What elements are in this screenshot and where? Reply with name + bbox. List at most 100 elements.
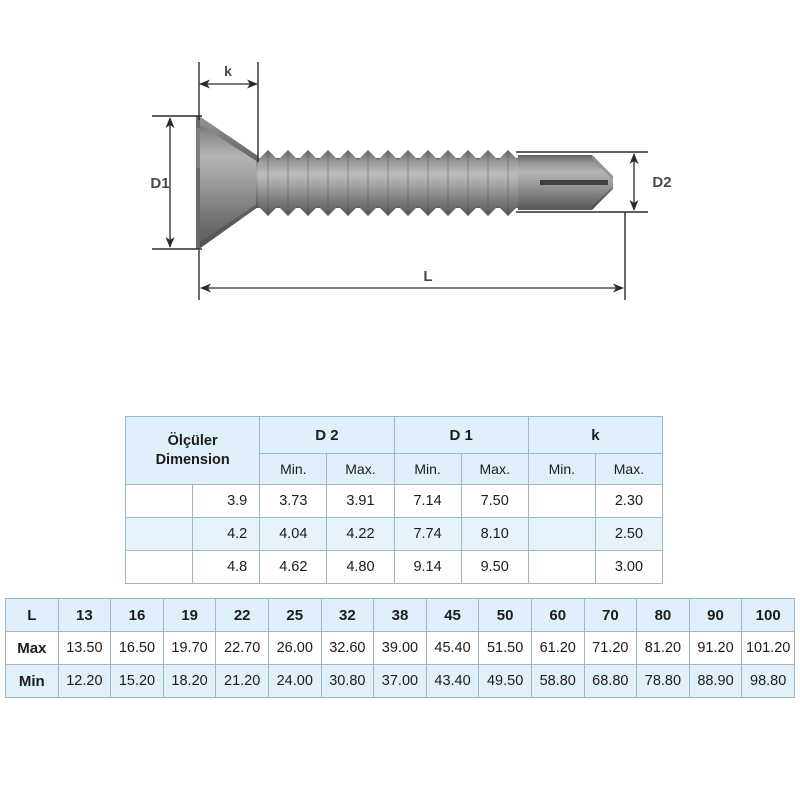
length-header-cell: 38 — [373, 598, 427, 632]
group-header-d1: D 1 — [393, 416, 529, 454]
length-max-cell: 13.50 — [57, 631, 112, 665]
length-header-cell: 60 — [530, 598, 585, 632]
row-spacer-cell — [124, 550, 194, 584]
length-min-cell: 43.40 — [425, 664, 480, 698]
lengths-min-label: Min — [5, 664, 59, 698]
cell-d2-min: 3.73 — [259, 484, 328, 518]
length-min-cell: 49.50 — [478, 664, 532, 698]
cell-d2-min: 4.04 — [259, 517, 328, 551]
length-header-cell: 19 — [162, 598, 217, 632]
screw-head — [196, 116, 258, 249]
length-header-cell: 22 — [215, 598, 269, 632]
length-min-cell: 68.80 — [583, 664, 638, 698]
screw-technical-drawing: k D1 D2 L — [150, 62, 672, 300]
length-header-cell: 13 — [57, 598, 112, 632]
lengths-min-row: Min 12.20 15.20 18.20 21.20 24.00 30.80 … — [5, 664, 795, 698]
lengths-header-label: L — [5, 598, 59, 632]
length-max-cell: 91.20 — [688, 631, 743, 665]
corner-label-line2: Dimension — [155, 451, 230, 468]
length-max-cell: 71.20 — [583, 631, 638, 665]
cell-d2-max: 3.91 — [326, 484, 395, 518]
cell-d1-min: 7.74 — [393, 517, 462, 551]
cell-k-min — [527, 517, 596, 551]
dimension-label-d2: D2 — [652, 174, 671, 191]
dimension-label-d1: D1 — [150, 175, 169, 192]
subheader-k-min: Min. — [527, 453, 596, 485]
row-spacer-cell — [124, 517, 194, 551]
subheader-d1-min: Min. — [393, 453, 462, 485]
length-min-cell: 58.80 — [530, 664, 585, 698]
cell-k-max: 2.30 — [594, 484, 664, 518]
length-min-cell: 18.20 — [162, 664, 217, 698]
cell-d1-min: 9.14 — [393, 550, 462, 584]
length-header-cell: 45 — [425, 598, 480, 632]
length-min-cell: 88.90 — [688, 664, 743, 698]
dimensions-corner-label: Ölçüler Dimension — [124, 416, 261, 485]
subheader-k-max: Max. — [594, 453, 664, 485]
length-header-cell: 32 — [320, 598, 375, 632]
cell-d2-max: 4.80 — [326, 550, 395, 584]
length-min-cell: 24.00 — [267, 664, 322, 698]
subheader-d1-max: Max. — [460, 453, 529, 485]
length-min-cell: 78.80 — [636, 664, 690, 698]
length-min-cell: 30.80 — [320, 664, 375, 698]
length-max-cell: 51.50 — [478, 631, 532, 665]
cell-d2-max: 4.22 — [326, 517, 395, 551]
length-header-cell: 100 — [741, 598, 795, 632]
row-spacer-cell — [124, 484, 194, 518]
length-max-cell: 26.00 — [267, 631, 322, 665]
length-header-cell: 90 — [688, 598, 743, 632]
length-header-cell: 25 — [267, 598, 322, 632]
length-min-cell: 15.20 — [110, 664, 164, 698]
cell-k-min — [527, 550, 596, 584]
length-max-cell: 101.20 — [741, 631, 795, 665]
length-header-cell: 70 — [583, 598, 638, 632]
table-row: 4.2 4.04 4.22 7.74 8.10 2.50 — [124, 517, 664, 551]
dimensions-table: Ölçüler Dimension D 2 D 1 k Min. Max. Mi… — [124, 416, 664, 584]
group-header-k: k — [527, 416, 664, 454]
length-header-cell: 16 — [110, 598, 164, 632]
length-header-cell: 50 — [478, 598, 532, 632]
subheader-d2-min: Min. — [259, 453, 328, 485]
dimension-k — [198, 62, 259, 162]
table-row: 4.8 4.62 4.80 9.14 9.50 3.00 — [124, 550, 664, 584]
dimensions-table-body: 3.9 3.73 3.91 7.14 7.50 2.30 4.2 4.04 4.… — [124, 484, 664, 584]
cell-k-max: 3.00 — [594, 550, 664, 584]
cell-size: 4.8 — [192, 550, 261, 584]
length-header-cell: 80 — [636, 598, 690, 632]
length-max-cell: 22.70 — [215, 631, 269, 665]
length-max-cell: 39.00 — [373, 631, 427, 665]
cell-d1-max: 8.10 — [460, 517, 529, 551]
length-max-cell: 61.20 — [530, 631, 585, 665]
dimension-d2 — [516, 151, 648, 213]
subheader-d2-max: Max. — [326, 453, 395, 485]
screw-body — [196, 116, 613, 249]
dimensions-table-head: Ölçüler Dimension D 2 D 1 k Min. Max. Mi… — [124, 416, 664, 485]
cell-d1-min: 7.14 — [393, 484, 462, 518]
lengths-max-label: Max — [5, 631, 59, 665]
dimension-d1 — [152, 115, 202, 250]
lengths-max-row: Max 13.50 16.50 19.70 22.70 26.00 32.60 … — [5, 631, 795, 665]
cell-d1-max: 7.50 — [460, 484, 529, 518]
dimension-label-l: L — [423, 268, 432, 285]
length-min-cell: 98.80 — [741, 664, 795, 698]
cell-d2-min: 4.62 — [259, 550, 328, 584]
length-max-cell: 81.20 — [636, 631, 690, 665]
group-header-d2: D 2 — [259, 416, 395, 454]
cell-k-min — [527, 484, 596, 518]
screw-threads — [258, 150, 518, 216]
drill-point — [518, 155, 613, 210]
corner-label-line1: Ölçüler — [167, 433, 218, 450]
cell-size: 4.2 — [192, 517, 261, 551]
length-min-cell: 21.20 — [215, 664, 269, 698]
dimension-label-k: k — [224, 63, 232, 79]
lengths-header-row: L 13 16 19 22 25 32 38 45 50 60 70 80 90… — [5, 598, 795, 632]
lengths-table-body: L 13 16 19 22 25 32 38 45 50 60 70 80 90… — [5, 598, 795, 698]
length-max-cell: 32.60 — [320, 631, 375, 665]
length-max-cell: 19.70 — [162, 631, 217, 665]
length-min-cell: 12.20 — [57, 664, 112, 698]
cell-k-max: 2.50 — [594, 517, 664, 551]
length-max-cell: 45.40 — [425, 631, 480, 665]
dimensions-group-header-row: Ölçüler Dimension D 2 D 1 k — [124, 416, 664, 485]
table-row: 3.9 3.73 3.91 7.14 7.50 2.30 — [124, 484, 664, 518]
